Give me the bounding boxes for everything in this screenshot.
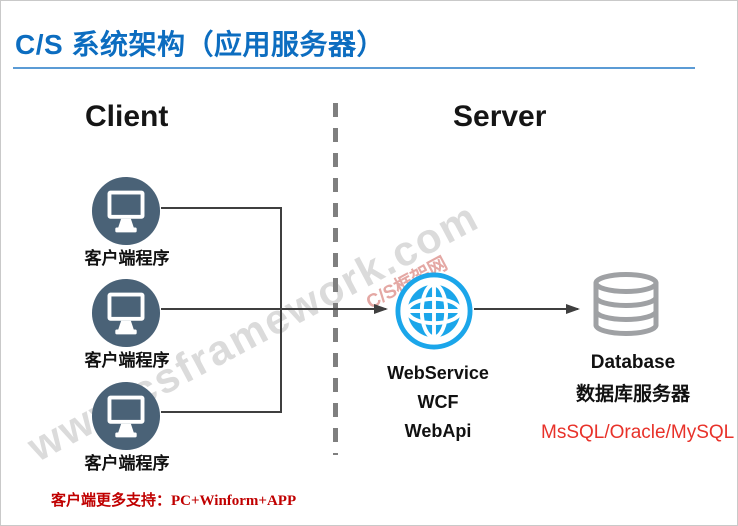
client-computer-icon <box>91 176 161 246</box>
database-icon <box>593 272 659 336</box>
client-node-label: 客户端程序 <box>84 249 170 268</box>
client-section-heading: Client <box>85 100 169 133</box>
page-title: C/S 系统架构（应用服务器） <box>15 29 385 60</box>
client-computer-icon <box>91 381 161 451</box>
service-label: WebService <box>387 363 489 383</box>
database-engines: MsSQL/Oracle/MySQL <box>541 422 735 443</box>
service-label: WCF <box>417 392 459 412</box>
service-label: WebApi <box>404 421 472 441</box>
footer-note: 客户端更多支持：PC+Winform+APP <box>51 493 297 509</box>
database-subtitle-cn: 数据库服务器 <box>575 384 690 405</box>
client-node-label: 客户端程序 <box>84 351 170 370</box>
database-title: Database <box>590 352 676 373</box>
client-node-label: 客户端程序 <box>84 454 170 473</box>
client-computer-icon <box>91 278 161 348</box>
title-underline <box>13 67 695 69</box>
server-section-heading: Server <box>453 100 547 133</box>
client-server-divider-line <box>333 103 338 455</box>
appserver-service-list: WebService WCF WebApi <box>363 359 513 446</box>
web-globe-icon <box>395 272 473 350</box>
